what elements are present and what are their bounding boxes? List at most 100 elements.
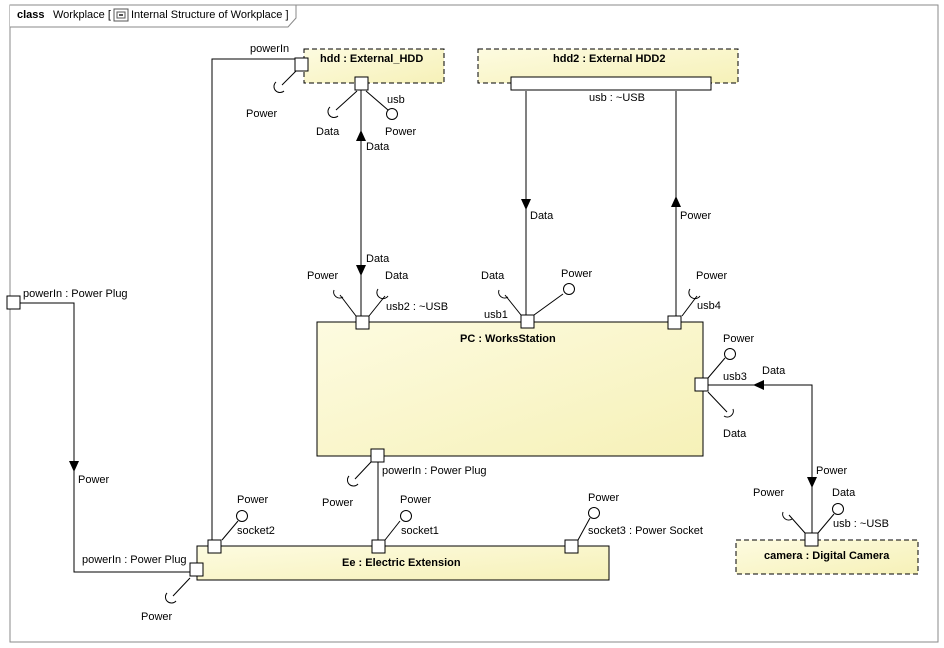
flow-label-workplace-power: Power [78,474,110,486]
flow-label-hdd2-up: Power [680,210,712,222]
interface-label: Power [385,126,417,138]
port-label-ee-socket2: socket2 [237,525,275,537]
port-pc-usb3[interactable] [694,377,709,392]
flow-label-hdd-up: Data [366,141,390,153]
part-hdd[interactable]: hdd : External_HDD [303,48,445,84]
interface-label: Power [400,494,432,506]
port-workplace-powerIn[interactable] [6,295,21,310]
required-interface-icon [688,288,701,300]
port-camera-usb[interactable] [804,532,819,547]
flow-arrow-down-hdd2 [521,199,531,210]
flow-arrows [69,130,817,488]
flow-arrow-down-camera [807,477,817,488]
interface-label: Data [385,270,409,282]
diagram-icon [113,8,129,22]
part-hdd-name: hdd : External_HDD [320,53,423,65]
port-label-pc-powerIn: powerIn : Power Plug [382,465,487,477]
required-interface-icon [333,289,344,299]
frame-border [9,4,939,643]
port-ee-socket1[interactable] [371,539,386,554]
provided-interface-icon [400,510,412,522]
port-pc-usb1[interactable] [520,314,535,329]
frame-diagram-name: Internal Structure of Workplace ] [131,9,289,21]
frame-keyword: class [17,9,45,21]
required-interface-icon [347,475,359,487]
port-label-pc-usb1: usb1 [484,309,508,321]
interface-label: Power [322,497,354,509]
part-camera-box[interactable] [735,539,919,575]
port-label-ee-socket3: socket3 : Power Socket [588,525,703,537]
interface-label: Power [246,108,278,120]
port-pc-usb2[interactable] [355,315,370,330]
port-label-ee-powerIn: powerIn : Power Plug [82,554,187,566]
provided-interface-icon [236,510,248,522]
required-interface-icon [376,288,389,300]
provided-interface-icon [563,283,575,295]
port-hdd-powerIn[interactable] [294,57,309,72]
interface-label: Power [723,333,755,345]
frame-name: Workplace [ [53,9,111,21]
diagram-frame: class Workplace [ Internal Structure of … [9,4,939,643]
required-interface-icon [723,408,734,418]
interface-label: Power [237,494,269,506]
port-hdd-usb[interactable] [354,76,369,91]
flow-arrow-down-workplace [69,461,79,472]
interface-label: Power [141,611,173,623]
flow-arrow-up-hdd2 [671,196,681,207]
flow-arrow-up-hdd [356,130,366,141]
interface-label: Power [696,270,728,282]
port-ee-socket3[interactable] [564,539,579,554]
connector-workplace-power[interactable] [13,302,197,573]
interface-label: Data [723,428,747,440]
part-hdd2-name: hdd2 : External HDD2 [553,53,665,65]
port-label-pc-usb3: usb3 [723,371,747,383]
frame-header-tab [10,4,297,28]
required-interface-icon [498,289,509,299]
interface-stems [172,69,835,597]
flow-label-hdd-down: Data [366,253,390,265]
port-pc-usb4[interactable] [667,315,682,330]
connector-hdd-power[interactable] [211,58,300,545]
part-ee-box[interactable] [196,545,610,581]
port-label-workplace-powerIn: powerIn : Power Plug [23,288,128,300]
port-ee-powerIn[interactable] [189,562,204,577]
interface-label: Power [561,268,593,280]
port-label-hdd2-usb: usb : ~USB [589,92,645,104]
port-pc-powerIn[interactable] [370,448,385,463]
interface-label: Power [307,270,339,282]
interface-label: Power [753,487,785,499]
required-interface-icon [165,592,177,604]
interface-required [165,81,793,604]
required-interface-icon [273,81,285,93]
required-interface-icon [782,511,793,521]
port-label-camera-usb: usb : ~USB [833,518,889,530]
part-ee-name: Ee : Electric Extension [342,557,461,569]
part-hdd-box[interactable] [303,48,445,84]
port-label-hdd-usb: usb [387,94,405,106]
port-label-pc-usb4: usb4 [697,300,721,312]
part-camera[interactable]: camera : Digital Camera [735,539,919,575]
required-interface-icon [327,106,339,118]
flow-arrow-left-camera [753,380,764,390]
provided-interface-icon [386,108,398,120]
port-label-ee-socket1: socket1 [401,525,439,537]
part-pc-box[interactable] [316,321,704,457]
interface-provided [236,108,844,522]
part-pc-name: PC : WorksStation [460,333,556,345]
connector-camera[interactable] [708,384,813,533]
interface-label: Power [588,492,620,504]
flow-label-hdd2-down: Data [530,210,554,222]
interface-label: Data [316,126,340,138]
port-ee-socket2[interactable] [207,539,222,554]
part-ee[interactable]: Ee : Electric Extension [196,545,610,581]
flow-label-camera-power: Power [816,465,848,477]
flow-arrow-down-hdd [356,265,366,276]
port-hdd2-usb[interactable] [510,76,712,91]
provided-interface-icon [832,503,844,515]
flow-label-camera-data: Data [762,365,786,377]
part-pc[interactable]: PC : WorksStation [316,321,704,457]
provided-interface-icon [724,348,736,360]
part-camera-name: camera : Digital Camera [764,550,890,562]
port-label-pc-usb2: usb2 : ~USB [386,301,448,313]
